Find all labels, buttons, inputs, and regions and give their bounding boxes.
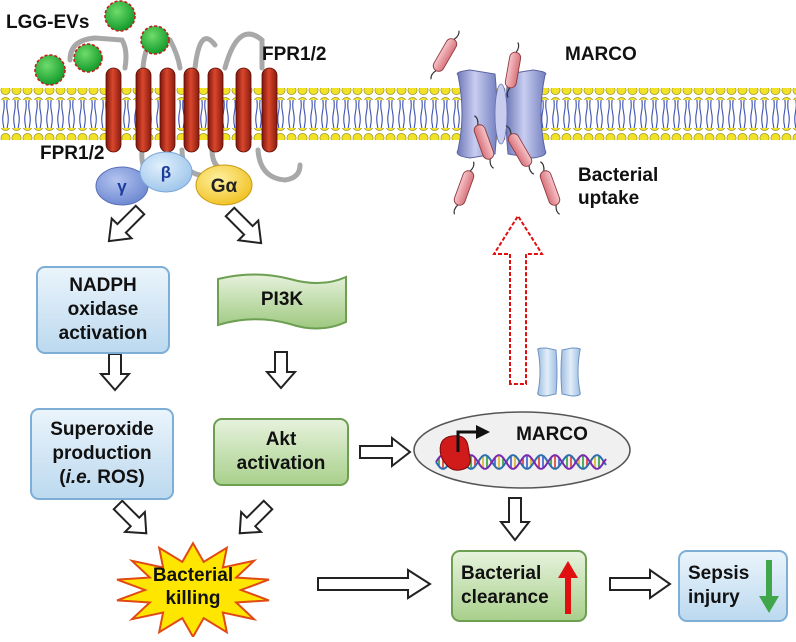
uptake-line2: uptake (578, 188, 640, 209)
nadph-line1: NADPH (69, 275, 137, 296)
bacterium-icon (473, 115, 495, 169)
akt-line2: activation (236, 453, 326, 474)
arrow-galpha-to-pi3k (224, 206, 263, 245)
clearance-line1: Bacterial (461, 563, 542, 584)
akt-line1: Akt (265, 429, 297, 450)
fpr-helices (105, 67, 278, 153)
transmembrane-helix (105, 67, 122, 153)
lgg-evs (34, 0, 170, 86)
uptake-line1: Bacterial (578, 165, 659, 186)
killing-line1: Bacterial (153, 565, 233, 586)
arrow-pi3k-to-akt (264, 351, 298, 390)
arrow-g-to-nadph (107, 204, 146, 243)
pathway-arrows (98, 204, 672, 600)
fpr-left-label: FPR1/2 (40, 143, 105, 164)
transmembrane-helix (135, 67, 152, 153)
g-beta-subunit (139, 151, 193, 193)
transmembrane-helix (261, 67, 278, 153)
pi3k-label: PI3K (261, 289, 304, 310)
bacterium-icon (504, 42, 522, 98)
marco-gene-label: MARCO (516, 424, 588, 445)
g-protein: γ β Gα (95, 151, 253, 206)
marco-gene: MARCO (413, 411, 631, 489)
arrow-down-icon (759, 560, 779, 613)
superoxide-box: Superoxide production (i.e. ROS) (30, 408, 174, 500)
superoxide-line2: production (52, 443, 152, 464)
killing-line2: killing (166, 588, 221, 609)
ev-vesicle (104, 0, 136, 32)
beta-label: β (161, 163, 171, 182)
arrow-marco-expression-up (492, 214, 544, 385)
arrow-up-icon (558, 561, 578, 614)
sepsis-injury-box: Sepsis injury (678, 550, 788, 622)
marco-receptor-label: MARCO (565, 44, 637, 65)
arrow-clearance-to-sepsis (609, 568, 672, 600)
arrow-nadph-to-superoxide (98, 353, 132, 392)
arrow-akt-to-killing (238, 499, 274, 535)
lgg-evs-label: LGG-EVs (6, 12, 90, 33)
sepsis-line1: Sepsis (688, 563, 750, 584)
ev-vesicle (34, 54, 66, 86)
transmembrane-helix (235, 67, 252, 153)
bacterial-killing-burst: Bacterial killing (116, 541, 270, 639)
arrow-marco-gene-to-clearance (498, 497, 532, 542)
fpr-top-label: FPR1/2 (262, 44, 327, 65)
superoxide-line1: Superoxide (50, 419, 154, 440)
bacterium-icon (505, 125, 535, 175)
g-alpha-label: Gα (211, 176, 238, 197)
arrow-akt-to-marco-gene (359, 435, 412, 469)
nadph-oxidase-box: NADPH oxidase activation (36, 266, 170, 354)
ev-vesicle (73, 43, 103, 73)
arrow-superoxide-to-killing (112, 499, 148, 535)
ev-vesicle (140, 25, 170, 55)
polymerase-icon (439, 435, 471, 471)
clearance-line2: clearance (461, 587, 549, 608)
marco-receptor (456, 69, 547, 159)
gamma-label: γ (117, 177, 127, 196)
transmembrane-helix (159, 67, 176, 153)
transmembrane-helix (183, 67, 200, 153)
bacterium-icon (430, 30, 460, 80)
g-alpha-subunit (195, 164, 253, 206)
bacterial-uptake-label: Bacterial uptake (578, 164, 658, 210)
nadph-line3: activation (58, 323, 148, 344)
bacterium-icon (453, 161, 475, 215)
promoter-arrow-icon (456, 430, 478, 452)
nadph-line2: oxidase (67, 299, 139, 320)
akt-activation-box: Akt activation (213, 418, 349, 486)
pi3k-box (217, 273, 347, 330)
new-marco-protein (537, 347, 581, 397)
superoxide-line3: (i.e. ROS) (59, 467, 145, 488)
arrow-killing-to-clearance (317, 568, 432, 600)
bacteria (430, 30, 561, 215)
sepsis-line2: injury (688, 587, 740, 608)
bacterium-icon (539, 161, 561, 215)
transmembrane-helix (207, 67, 224, 153)
bacterial-clearance-box: Bacterial clearance (451, 550, 587, 622)
